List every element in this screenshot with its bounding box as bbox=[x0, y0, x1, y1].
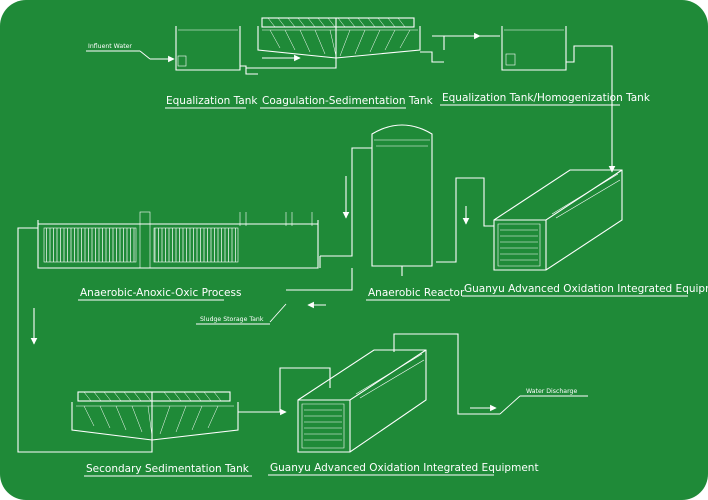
guanyu-equipment-1: Guanyu Advanced Oxidation Integrated Equ… bbox=[462, 169, 708, 297]
guanyu-equipment-1-label: Guanyu Advanced Oxidation Integrated Equ… bbox=[464, 283, 708, 295]
pipe-secondary-to-guanyu2 bbox=[238, 367, 331, 413]
secondary-sedimentation-tank: Secondary Sedimentation Tank bbox=[71, 391, 287, 477]
equalization-homogenization-tank-label: Equalization Tank/Homogenization Tank bbox=[442, 92, 651, 104]
influent-water-label: Influent Water bbox=[88, 43, 132, 50]
water-discharge-label: Water Discharge bbox=[526, 388, 577, 395]
coagulation-sedimentation-tank: Coagulation-Sedimentation Tank bbox=[246, 17, 481, 109]
sludge-storage-line: Sludge Storage Tank bbox=[196, 268, 353, 325]
aao-process-label: Anaerobic-Anoxic-Oxic Process bbox=[80, 287, 241, 299]
secondary-sedimentation-tank-label: Secondary Sedimentation Tank bbox=[86, 463, 250, 475]
equalization-tank: Equalization Tank bbox=[165, 26, 258, 109]
pipe-reactor-to-aao bbox=[320, 147, 372, 257]
guanyu-equipment-2: Guanyu Advanced Oxidation Integrated Equ… bbox=[268, 349, 539, 476]
coagulation-sedimentation-tank-label: Coagulation-Sedimentation Tank bbox=[262, 95, 434, 107]
sludge-storage-tank-label: Sludge Storage Tank bbox=[200, 316, 264, 323]
pipe-guanyu-to-reactor bbox=[436, 177, 494, 263]
equalization-tank-label: Equalization Tank bbox=[166, 95, 258, 107]
anaerobic-reactor: Anaerobic Reactor bbox=[366, 124, 465, 301]
pipe-aao-to-secondary bbox=[17, 227, 78, 453]
equalization-homogenization-tank: Equalization Tank/Homogenization Tank bbox=[440, 26, 651, 173]
anaerobic-reactor-label: Anaerobic Reactor bbox=[368, 287, 465, 299]
guanyu-equipment-2-label: Guanyu Advanced Oxidation Integrated Equ… bbox=[270, 462, 539, 474]
aao-process-tank: Anaerobic-Anoxic-Oxic Process bbox=[37, 211, 321, 301]
influent-water-inlet: Influent Water bbox=[86, 43, 175, 63]
water-discharge-outlet: Water Discharge bbox=[393, 333, 588, 415]
